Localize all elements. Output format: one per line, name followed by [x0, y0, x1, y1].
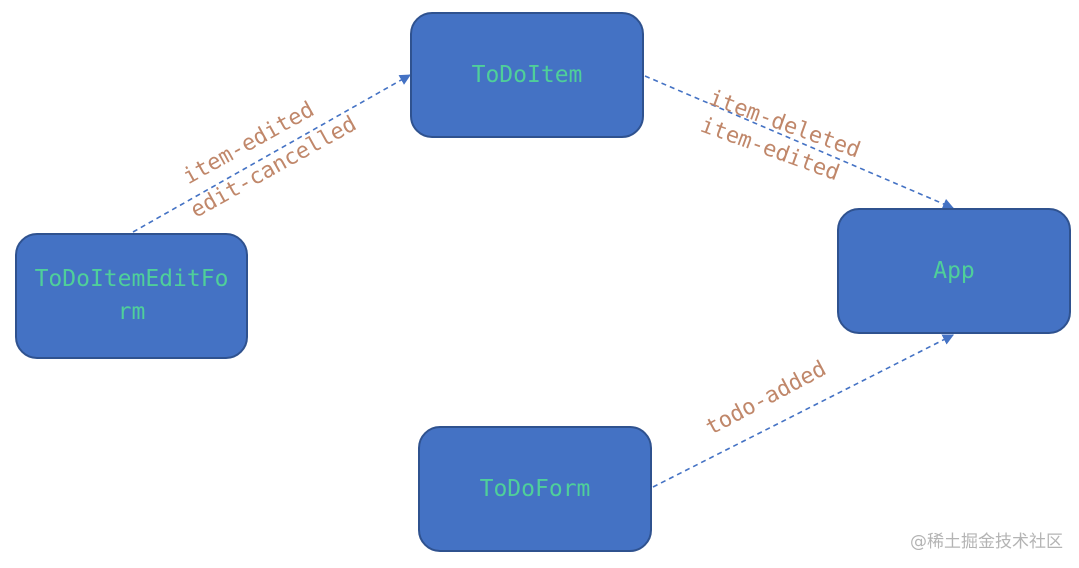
node-todoitem-label: ToDoItem	[471, 61, 583, 88]
node-todoform-label: ToDoForm	[479, 475, 591, 502]
edge-todoform-to-app	[652, 334, 954, 488]
watermark: @稀土掘金技术社区	[910, 532, 1063, 552]
edge-editform-to-todoitem	[132, 74, 411, 233]
node-todoitem-edit-form-label: ToDoItemEditForm	[34, 266, 229, 325]
node-app-label: App	[933, 257, 975, 284]
node-app: App	[837, 208, 1071, 334]
node-todoitem-edit-form: ToDoItemEditForm	[15, 233, 248, 359]
edge-todoitem-to-app	[644, 75, 955, 210]
node-todoform: ToDoForm	[418, 426, 652, 552]
node-todoitem: ToDoItem	[410, 12, 644, 138]
